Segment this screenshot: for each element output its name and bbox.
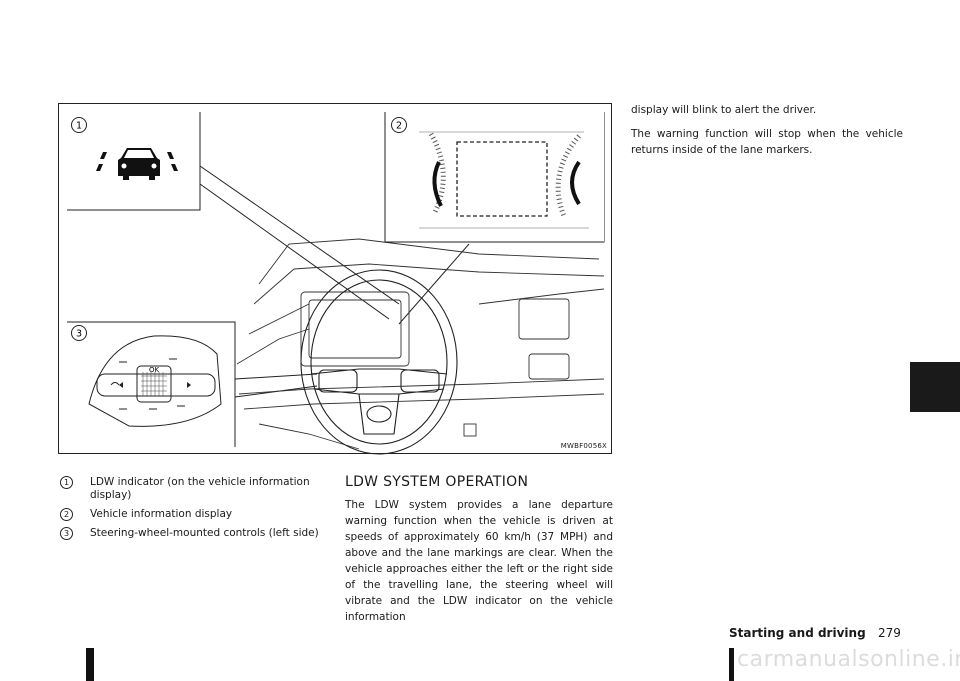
legend-item: 2 Vehicle information display bbox=[60, 508, 330, 521]
display-area-outline bbox=[456, 141, 548, 217]
bottom-edge-mark bbox=[86, 648, 94, 681]
inset-vehicle-info-display: 2 bbox=[384, 112, 605, 243]
back-icon bbox=[110, 382, 120, 386]
callout-marker-2 bbox=[391, 117, 407, 133]
legend-item: 1 LDW indicator (on the vehicle informat… bbox=[60, 476, 330, 502]
left-arrow-icon bbox=[119, 382, 123, 388]
inset-ldw-indicator: 1 bbox=[67, 112, 201, 211]
steering-wheel bbox=[300, 269, 458, 455]
callout-label-1: 1 bbox=[76, 121, 82, 132]
figure-code: MWBF0056X bbox=[560, 442, 607, 450]
callout-label-2: 2 bbox=[396, 121, 402, 132]
ok-label: OK bbox=[149, 366, 160, 374]
inset-steering-controls: 3 OK bbox=[67, 321, 236, 447]
legend-item: 3 Steering-wheel-mounted controls (left … bbox=[60, 527, 330, 540]
dashboard-illustration: 1 2 bbox=[67, 112, 605, 455]
legend-number: 3 bbox=[60, 527, 73, 540]
section-heading: LDW SYSTEM OPERATION bbox=[345, 474, 529, 490]
legend-number: 2 bbox=[60, 508, 73, 521]
footer-chapter-title: Starting and driving bbox=[729, 626, 866, 640]
bottom-edge-mark bbox=[729, 648, 734, 681]
legend-text: Steering-wheel-mounted controls (left si… bbox=[90, 527, 319, 539]
chapter-tab bbox=[910, 362, 960, 412]
callout-marker-1 bbox=[71, 117, 87, 133]
callout-label-3: 3 bbox=[76, 329, 82, 340]
legend-text: Vehicle information display bbox=[90, 508, 233, 520]
legend-text: LDW indicator (on the vehicle informatio… bbox=[90, 476, 310, 501]
figure-legend: 1 LDW indicator (on the vehicle informat… bbox=[60, 476, 330, 546]
dashboard-drawing bbox=[236, 238, 605, 450]
right-paragraph: The warning function will stop when the … bbox=[631, 128, 903, 156]
watermark: carmanualsonline.info bbox=[737, 647, 960, 672]
callout-marker-3 bbox=[71, 325, 87, 341]
legend-number: 1 bbox=[60, 476, 73, 489]
right-column: display will blink to alert the driver. … bbox=[631, 102, 903, 166]
section-paragraph: The LDW system provides a lane departure… bbox=[345, 499, 613, 623]
illustration-figure: 1 2 bbox=[58, 103, 612, 455]
page-number: 279 bbox=[878, 626, 901, 640]
right-paragraph: display will blink to alert the driver. bbox=[631, 104, 817, 116]
right-arrow-icon bbox=[187, 382, 191, 388]
